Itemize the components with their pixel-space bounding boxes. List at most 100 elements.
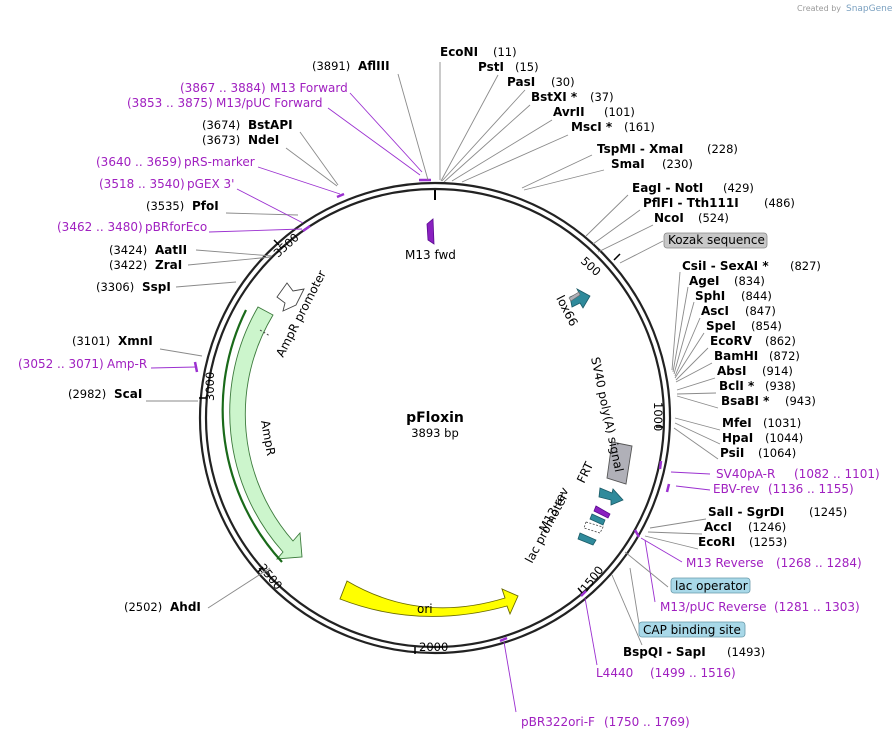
site-eagi-noti-name[interactable]: EagI - NotI — [632, 181, 703, 195]
leader-psii — [673, 427, 719, 460]
ori-label: ori — [417, 602, 433, 616]
leader-csii — [671, 271, 681, 371]
tick-mark-3500 — [273, 239, 280, 246]
site-ahdi-name[interactable]: AhdI — [170, 600, 201, 614]
site-hpai-name[interactable]: HpaI — [722, 431, 753, 445]
site-bspqi-sapi-pos: (1493) — [727, 645, 765, 659]
lac-operator-box[interactable] — [670, 577, 751, 594]
leader-psti — [440, 74, 499, 182]
site-bamhi-pos: (872) — [769, 349, 800, 363]
site-bstxi-name[interactable]: BstXI * — [531, 90, 578, 104]
primer-ebv-rev-range: (1136 .. 1155) — [768, 482, 854, 496]
leader-zrai — [187, 256, 272, 266]
lac-operator-mark — [589, 513, 606, 526]
primer-l4440-name[interactable]: L4440 — [596, 666, 633, 680]
ampr-promoter-dash — [259, 329, 271, 337]
site-asci-name[interactable]: AscI — [701, 304, 729, 318]
leader-spei — [674, 332, 705, 379]
site-bcli-name[interactable]: BclI * — [719, 379, 755, 393]
cap-site-label: CAP binding site — [643, 623, 741, 637]
m13-rev-arrow[interactable] — [593, 505, 611, 519]
site-pasi-name[interactable]: PasI — [507, 75, 535, 89]
site-pfoi-name[interactable]: PfoI — [192, 199, 219, 213]
site-tspmi-xmai-name[interactable]: TspMI - XmaI — [597, 142, 683, 156]
primer-ebv-rev-name[interactable]: EBV-rev — [713, 482, 759, 496]
site-xmni-name[interactable]: XmnI — [118, 334, 153, 348]
leader-smai — [523, 169, 605, 191]
site-ndei-name[interactable]: NdeI — [248, 133, 279, 147]
site-bspqi-sapi-name[interactable]: BspQI - SapI — [623, 645, 706, 659]
site-spei-name[interactable]: SpeI — [706, 319, 736, 333]
site-smai-name[interactable]: SmaI — [611, 157, 645, 171]
primer-m13puc-forward-name[interactable]: M13/pUC Forward — [216, 96, 323, 110]
site-econi-name[interactable]: EcoNI — [440, 45, 478, 59]
primer-prs-marker-name[interactable]: pRS-marker — [184, 155, 255, 169]
m13-fwd-label: M13 fwd — [405, 248, 456, 262]
site-bamhi-name[interactable]: BamHI — [714, 349, 758, 363]
leader-sv40pa-r — [670, 471, 711, 475]
site-pflfi-tth111i-pos: (486) — [764, 196, 795, 210]
primer-mark-m13rev — [633, 529, 641, 538]
site-pflfi-tth111i-name[interactable]: PflFI - Tth111I — [643, 196, 739, 210]
primer-pbr322ori-name[interactable]: pBR322ori-F — [521, 715, 595, 729]
backbone-outer — [198, 181, 672, 655]
site-sspi-name[interactable]: SspI — [142, 280, 171, 294]
primer-pgex-name[interactable]: pGEX 3' — [187, 177, 234, 191]
tick-label-1500: 1500 — [577, 563, 606, 595]
site-absi-pos: (914) — [762, 364, 793, 378]
leader-prs-marker — [257, 166, 341, 195]
primer-amp-r-name[interactable]: Amp-R — [107, 357, 147, 371]
site-zrai-name[interactable]: ZraI — [155, 258, 182, 272]
leader-amp-r — [150, 366, 197, 369]
leader-hpai — [674, 422, 721, 445]
primer-m13-forward-name[interactable]: M13 Forward — [270, 81, 348, 95]
leader-bamhi — [675, 362, 713, 383]
kozak-box[interactable] — [663, 232, 768, 249]
site-sphi-name[interactable]: SphI — [695, 289, 725, 303]
primer-m13-reverse-name[interactable]: M13 Reverse — [686, 556, 764, 570]
ampr-arrow[interactable] — [229, 306, 303, 560]
frt-arrow[interactable] — [598, 487, 624, 506]
m13-fwd-arrow[interactable] — [426, 218, 435, 245]
ampr-promoter-arrow[interactable] — [276, 282, 305, 312]
site-afliii-name[interactable]: AflIII — [358, 59, 390, 73]
lac-promoter-arrow[interactable] — [583, 521, 604, 534]
site-xmni-pos: (3101) — [72, 334, 110, 348]
site-avrii-name[interactable]: AvrII — [553, 105, 585, 119]
site-psti-name[interactable]: PstI — [478, 60, 504, 74]
primer-pbrforeco-name[interactable]: pBRforEco — [145, 220, 207, 234]
site-bsabi-name[interactable]: BsaBI * — [721, 394, 770, 408]
site-econi-pos: (11) — [493, 45, 517, 59]
site-agei-name[interactable]: AgeI — [689, 274, 719, 288]
site-ecorv-name[interactable]: EcoRV — [710, 334, 753, 348]
site-psii-name[interactable]: PsiI — [720, 446, 744, 460]
site-absi-name[interactable]: AbsI — [717, 364, 746, 378]
primer-pbrforeco-range: (3462 .. 3480) — [57, 220, 143, 234]
site-ecori-name[interactable]: EcoRI — [698, 535, 735, 549]
leader-kozak — [619, 240, 664, 264]
cap-site-box[interactable] — [638, 621, 746, 638]
primer-m13puc-reverse-name[interactable]: M13/pUC Reverse — [660, 600, 767, 614]
primer-sv40pa-r-name[interactable]: SV40pA-R — [716, 467, 775, 481]
sv40-polya-box[interactable] — [606, 441, 633, 485]
tick-label-2000: 2000 — [419, 640, 448, 654]
primer-mark-pbrforeco — [302, 224, 311, 233]
site-sali-sgrdi-name[interactable]: SalI - SgrDI — [708, 505, 784, 519]
primer-mark-pbr322 — [499, 636, 508, 643]
leader-eagi — [585, 194, 629, 237]
site-mfei-name[interactable]: MfeI — [722, 416, 752, 430]
site-hpai-pos: (1044) — [765, 431, 803, 445]
site-bstapi-name[interactable]: BstAPI — [248, 118, 293, 132]
ori-arrow[interactable] — [339, 580, 519, 617]
site-ncoi-name[interactable]: NcoI — [654, 211, 684, 225]
leader-m13puc-reverse — [644, 539, 656, 603]
site-aatii-name[interactable]: AatII — [155, 243, 187, 257]
site-sphi-pos: (844) — [741, 289, 772, 303]
leader-ahdi — [207, 567, 271, 609]
site-ahdi-pos: (2502) — [124, 600, 162, 614]
site-scai-name[interactable]: ScaI — [114, 387, 142, 401]
site-acci-name[interactable]: AccI — [704, 520, 732, 534]
site-csii-sexai-name[interactable]: CsiI - SexAI * — [682, 259, 769, 273]
lox66-grey — [568, 291, 581, 302]
site-msci-name[interactable]: MscI * — [571, 120, 613, 134]
